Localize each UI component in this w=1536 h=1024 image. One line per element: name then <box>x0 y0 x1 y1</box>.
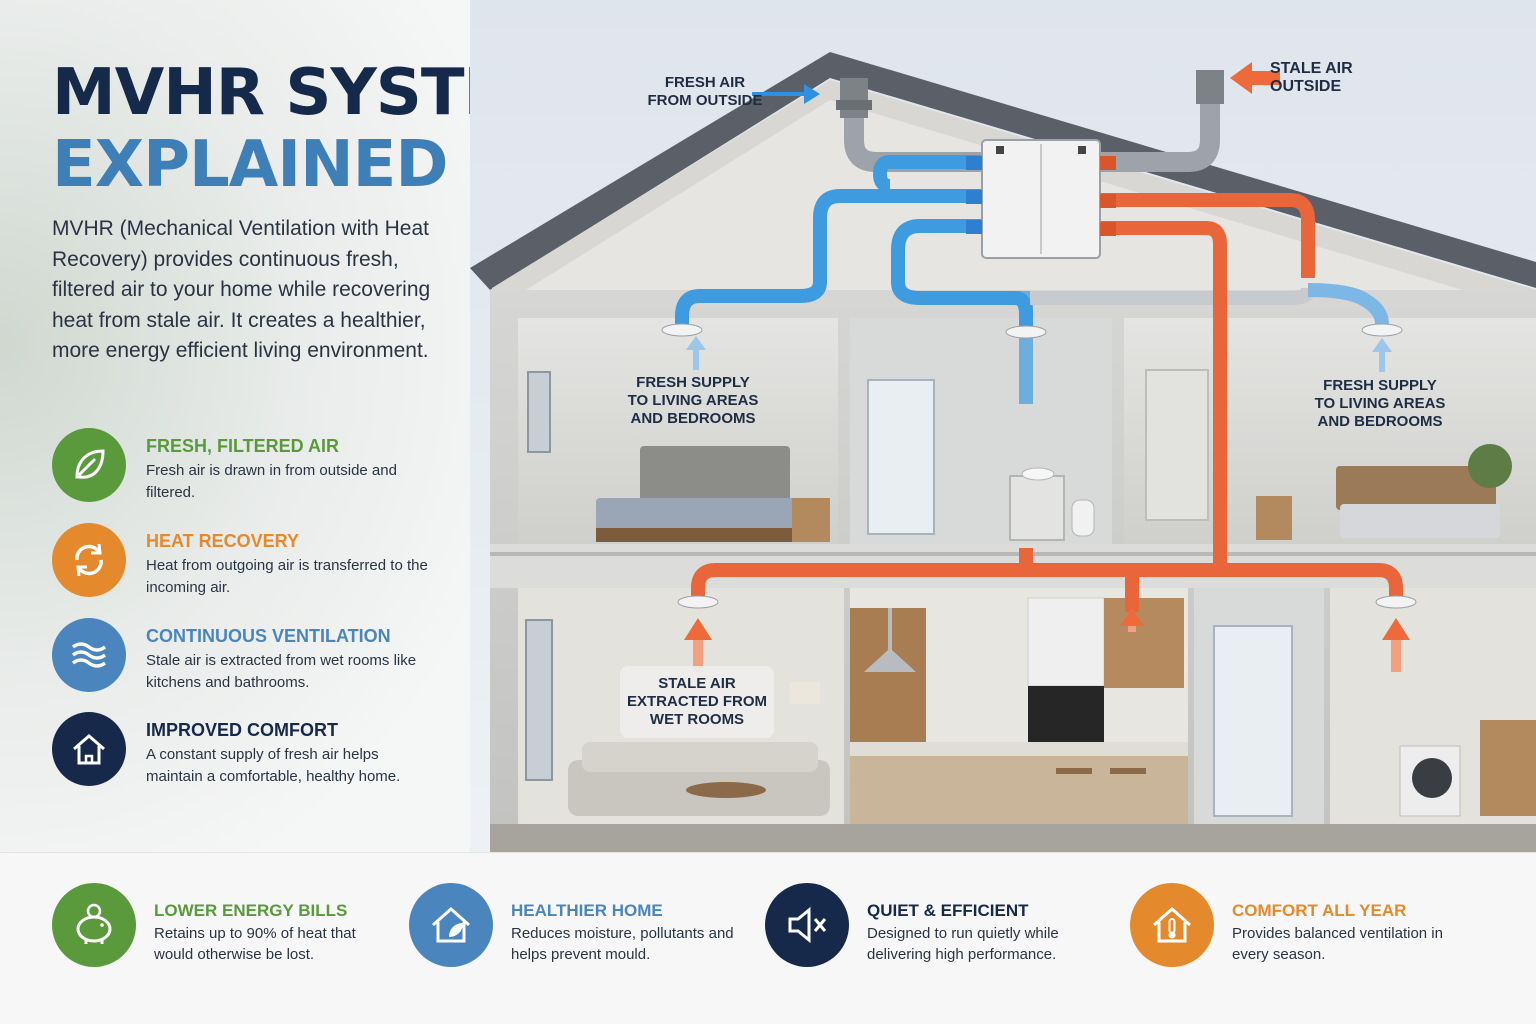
house-thermometer-icon <box>1130 883 1214 967</box>
feature-desc: Stale air is extracted from wet rooms li… <box>146 652 417 691</box>
benefits-band: LOWER ENERGY BILLS Retains up to 90% of … <box>0 852 1536 1024</box>
house-cutaway-diagram: FRESH AIR FROM OUTSIDE STALE AIR OUTSIDE… <box>470 0 1536 852</box>
feature-title: FRESH, FILTERED AIR <box>146 436 339 456</box>
speaker-mute-icon <box>765 883 849 967</box>
air-waves-icon <box>52 618 126 692</box>
benefit-desc: Reduces moisture, pollutants and helps p… <box>511 925 734 963</box>
label-stale-extract: STALE AIR EXTRACTED FROM WET ROOMS <box>627 675 767 728</box>
feature-title: HEAT RECOVERY <box>146 531 300 551</box>
house-icon <box>52 712 126 786</box>
feature-title: CONTINUOUS VENTILATION <box>146 626 391 646</box>
label-fresh-air-outside: FRESH AIR FROM OUTSIDE <box>647 74 763 109</box>
benefit-quiet-efficient: QUIET & EFFICIENT Designed to run quietl… <box>765 883 1105 973</box>
page-title-line2: EXPLAINED <box>52 128 448 202</box>
feature-continuous-ventilation: CONTINUOUS VENTILATION Stale air is extr… <box>52 618 452 698</box>
benefit-title: COMFORT ALL YEAR <box>1232 901 1407 920</box>
leaf-icon <box>52 428 126 502</box>
roof <box>470 52 1536 290</box>
benefit-healthier-home: HEALTHIER HOME Reduces moisture, polluta… <box>409 883 749 973</box>
benefit-desc: Designed to run quietly while delivering… <box>867 925 1059 963</box>
benefit-comfort-all-year: COMFORT ALL YEAR Provides balanced venti… <box>1130 883 1470 973</box>
piggy-bank-icon <box>52 883 136 967</box>
feature-desc: A constant supply of fresh air helps mai… <box>146 746 401 785</box>
label-stale-air-outside: STALE AIR OUTSIDE <box>1270 60 1353 95</box>
benefit-lower-energy-bills: LOWER ENERGY BILLS Retains up to 90% of … <box>52 883 392 973</box>
feature-fresh-air: FRESH, FILTERED AIR Fresh air is drawn i… <box>52 428 452 508</box>
intro-text: MVHR (Mechanical Ventilation with Heat R… <box>52 217 431 362</box>
benefit-title: QUIET & EFFICIENT <box>867 901 1029 920</box>
feature-improved-comfort: IMPROVED COMFORT A constant supply of fr… <box>52 712 452 792</box>
label-fresh-supply-right: FRESH SUPPLY TO LIVING AREAS AND BEDROOM… <box>1314 377 1446 430</box>
house-leaf-icon <box>409 883 493 967</box>
feature-heat-recovery: HEAT RECOVERY Heat from outgoing air is … <box>52 523 452 603</box>
benefit-title: LOWER ENERGY BILLS <box>154 901 348 920</box>
recycle-arrows-icon <box>52 523 126 597</box>
feature-desc: Fresh air is drawn in from outside and f… <box>146 462 397 501</box>
benefit-title: HEALTHIER HOME <box>511 901 663 920</box>
benefit-desc: Retains up to 90% of heat that would oth… <box>154 925 356 963</box>
feature-desc: Heat from outgoing air is transferred to… <box>146 557 428 596</box>
label-fresh-supply-left: FRESH SUPPLY TO LIVING AREAS AND BEDROOM… <box>627 374 759 427</box>
feature-title: IMPROVED COMFORT <box>146 720 338 740</box>
benefit-desc: Provides balanced ventilation in every s… <box>1232 925 1443 963</box>
